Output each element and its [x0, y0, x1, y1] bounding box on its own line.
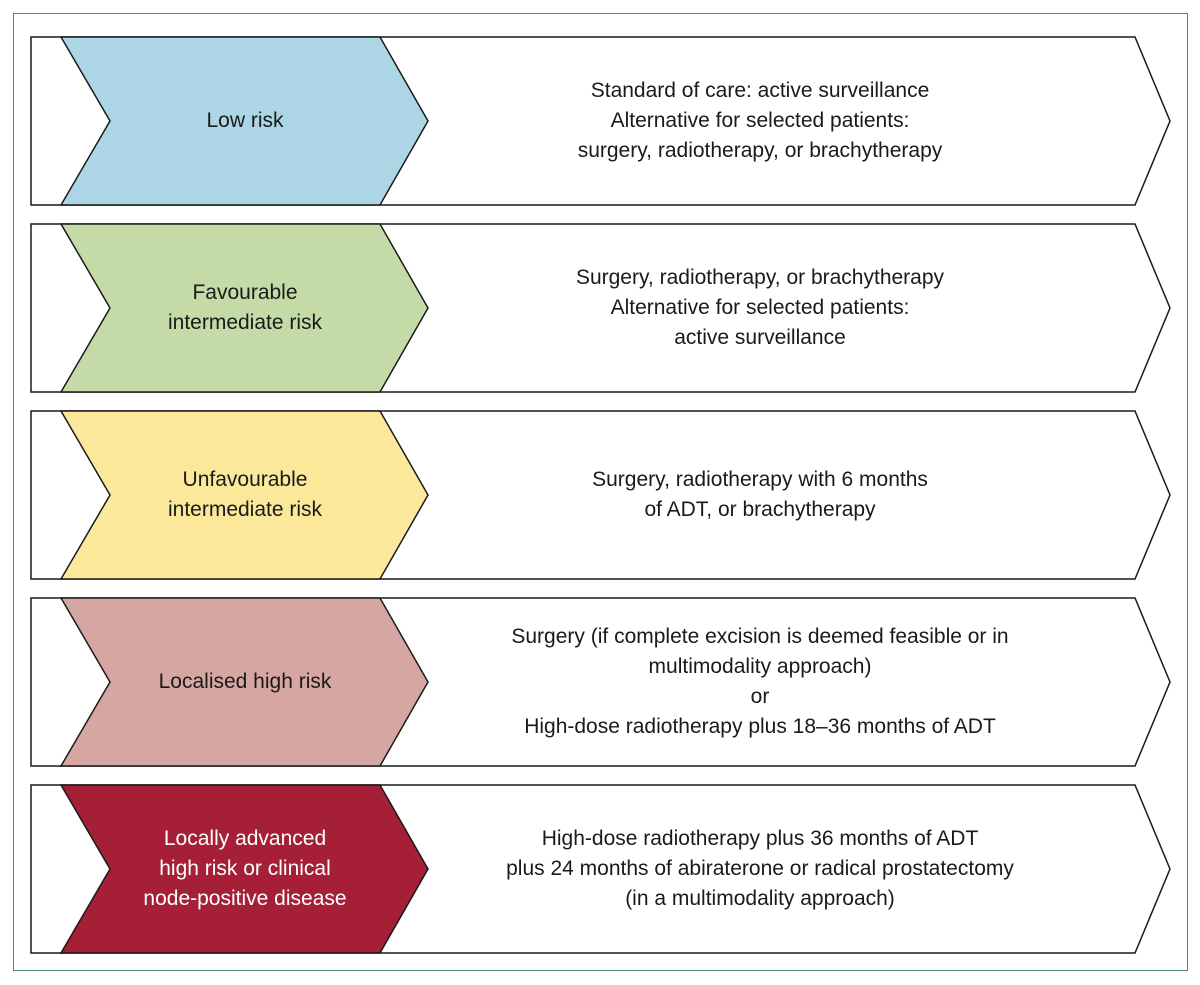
treatment-line: of ADT, or brachytherapy: [644, 498, 876, 521]
treatment-line: Alternative for selected patients:: [610, 296, 910, 319]
treatment-text: Surgery, radiotherapy, or brachytherapy …: [440, 224, 1080, 392]
risk-label-line: Low risk: [206, 109, 284, 132]
risk-chevron: [59, 223, 429, 393]
risk-chevron: [59, 36, 429, 206]
risk-row-favourable-intermediate: [30, 223, 1171, 393]
risk-row-unfavourable-intermediate: [30, 410, 1171, 580]
risk-row-localised-high: [30, 597, 1171, 767]
treatment-line: (in a multimodality approach): [625, 887, 895, 910]
risk-label: Unfavourable intermediate risk: [100, 411, 390, 579]
treatment-line: or: [750, 685, 770, 708]
treatment-line: surgery, radiotherapy, or brachytherapy: [577, 139, 943, 162]
risk-label-line: Favourable: [192, 281, 298, 304]
treatment-line: Surgery, radiotherapy with 6 months: [592, 468, 928, 491]
risk-label: Favourable intermediate risk: [100, 224, 390, 392]
risk-label: Low risk: [100, 37, 390, 205]
risk-label: Locally advanced high risk or clinical n…: [100, 785, 390, 953]
risk-chevron: [59, 784, 429, 954]
risk-label-line: Locally advanced: [163, 827, 327, 850]
risk-label-line: intermediate risk: [167, 498, 323, 521]
treatment-text: Surgery (if complete excision is deemed …: [440, 598, 1080, 766]
treatment-line: High-dose radiotherapy plus 36 months of…: [541, 827, 979, 850]
treatment-line: High-dose radiotherapy plus 18–36 months…: [524, 715, 996, 738]
risk-chevron: [59, 597, 429, 767]
risk-label-line: intermediate risk: [167, 311, 323, 334]
treatment-text: Standard of care: active surveillance Al…: [440, 37, 1080, 205]
figure-frame: [13, 13, 1188, 971]
treatment-line: plus 24 months of abiraterone or radical…: [506, 857, 1014, 880]
risk-chevron: [59, 410, 429, 580]
treatment-line: active surveillance: [674, 326, 846, 349]
treatment-line: Surgery (if complete excision is deemed …: [511, 625, 1009, 648]
risk-label-line: node-positive disease: [143, 887, 347, 910]
treatment-line: multimodality approach): [648, 655, 872, 678]
treatment-text: High-dose radiotherapy plus 36 months of…: [440, 785, 1080, 953]
treatment-line: Surgery, radiotherapy, or brachytherapy: [575, 266, 945, 289]
risk-label-line: high risk or clinical: [159, 857, 331, 880]
risk-row-locally-advanced: [30, 784, 1171, 954]
treatment-line: Standard of care: active surveillance: [590, 79, 930, 102]
risk-label-line: Unfavourable: [182, 468, 308, 491]
treatment-line: Alternative for selected patients:: [610, 109, 910, 132]
risk-row-low: [30, 36, 1171, 206]
risk-label: Localised high risk: [100, 598, 390, 766]
treatment-text: Surgery, radiotherapy with 6 months of A…: [440, 411, 1080, 579]
risk-label-line: Localised high risk: [158, 670, 332, 693]
